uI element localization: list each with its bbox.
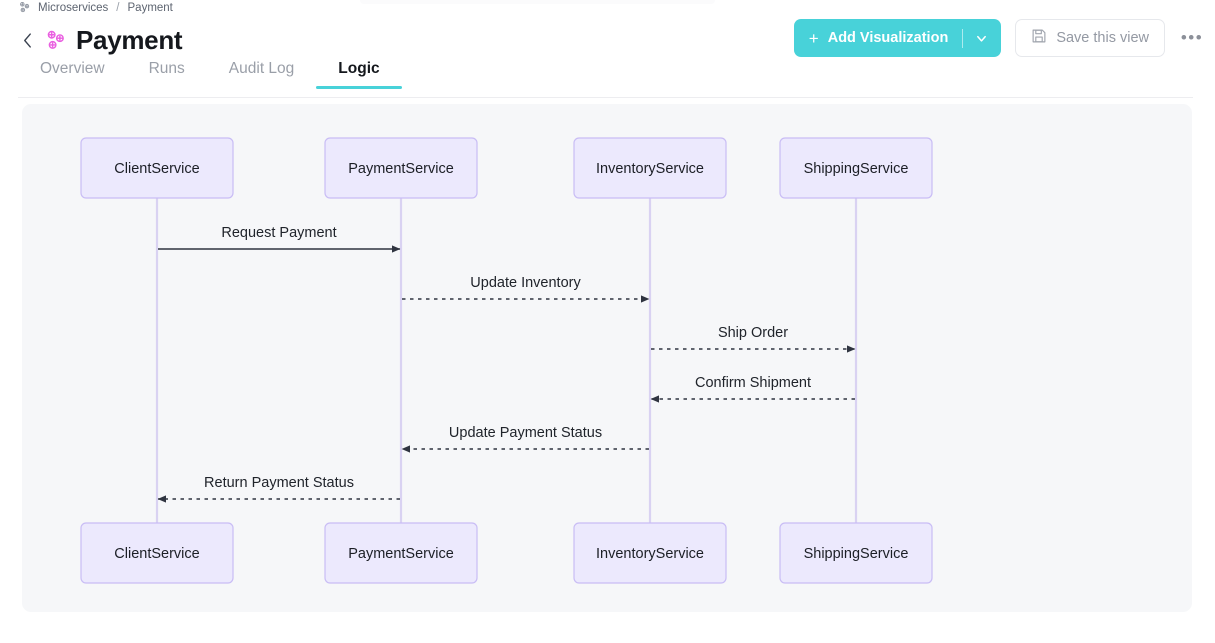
tab-bar-divider bbox=[18, 97, 1193, 98]
participant-box[interactable]: InventoryService bbox=[573, 137, 727, 199]
ellipsis-icon[interactable]: ••• bbox=[1179, 23, 1205, 53]
participant-label: ClientService bbox=[114, 546, 199, 562]
tab-bar: Overview Runs Audit Log Logic bbox=[18, 60, 402, 89]
page-title: Payment bbox=[76, 24, 183, 55]
message-label: Request Payment bbox=[221, 225, 336, 241]
top-edge-strip bbox=[360, 0, 715, 4]
breadcrumb-current[interactable]: Payment bbox=[127, 1, 173, 14]
sequence-diagram: ClientServiceClientServicePaymentService… bbox=[80, 137, 933, 584]
breadcrumb-root[interactable]: Microservices bbox=[38, 1, 109, 14]
participant-box[interactable]: PaymentService bbox=[324, 137, 478, 199]
sequence-message: Ship Order bbox=[651, 325, 856, 353]
participant-label: InventoryService bbox=[596, 161, 704, 177]
tab-logic[interactable]: Logic bbox=[316, 60, 402, 89]
participant-label: PaymentService bbox=[348, 546, 454, 562]
sequence-message: Return Payment Status bbox=[157, 475, 400, 503]
save-this-view-label: Save this view bbox=[1056, 30, 1149, 46]
message-label: Return Payment Status bbox=[204, 475, 354, 491]
breadcrumb: Microservices / Payment bbox=[18, 1, 173, 14]
save-this-view-button[interactable]: Save this view bbox=[1015, 19, 1165, 57]
participant-label: ClientService bbox=[114, 161, 199, 177]
participant-label: ShippingService bbox=[804, 546, 909, 562]
add-visualization-button[interactable]: + Add Visualization bbox=[793, 19, 1002, 57]
sequence-message: Update Payment Status bbox=[401, 425, 649, 453]
participant-box[interactable]: ShippingService bbox=[779, 522, 933, 584]
participant-box[interactable]: PaymentService bbox=[324, 522, 478, 584]
plus-icon: + bbox=[808, 28, 819, 48]
sequence-message: Update Inventory bbox=[402, 275, 650, 303]
button-divider bbox=[962, 28, 964, 48]
participant-box[interactable]: ClientService bbox=[80, 137, 234, 199]
sequence-message: Request Payment bbox=[158, 225, 401, 253]
message-label: Confirm Shipment bbox=[695, 375, 811, 391]
microservices-cluster-icon bbox=[18, 1, 31, 14]
participant-label: InventoryService bbox=[596, 546, 704, 562]
tab-audit-log[interactable]: Audit Log bbox=[228, 60, 295, 77]
chevron-down-icon[interactable] bbox=[975, 32, 988, 45]
chevron-left-icon[interactable] bbox=[18, 29, 36, 51]
add-visualization-label: Add Visualization bbox=[827, 30, 949, 46]
microservices-cluster-icon bbox=[44, 29, 67, 52]
participant-label: PaymentService bbox=[348, 161, 454, 177]
participant-box[interactable]: InventoryService bbox=[573, 522, 727, 584]
participant-label: ShippingService bbox=[804, 161, 909, 177]
header-actions: + Add Visualization Save this view ••• bbox=[793, 19, 1205, 57]
tab-overview[interactable]: Overview bbox=[40, 60, 105, 77]
message-label: Update Payment Status bbox=[449, 425, 602, 441]
tab-runs[interactable]: Runs bbox=[148, 60, 185, 77]
breadcrumb-separator: / bbox=[116, 1, 120, 14]
participant-box[interactable]: ClientService bbox=[80, 522, 234, 584]
participant-box[interactable]: ShippingService bbox=[779, 137, 933, 199]
save-floppy-icon bbox=[1031, 28, 1047, 48]
message-label: Update Inventory bbox=[470, 275, 581, 291]
sequence-message: Confirm Shipment bbox=[650, 375, 855, 403]
message-label: Ship Order bbox=[718, 325, 788, 341]
title-row: Payment bbox=[18, 20, 1205, 60]
